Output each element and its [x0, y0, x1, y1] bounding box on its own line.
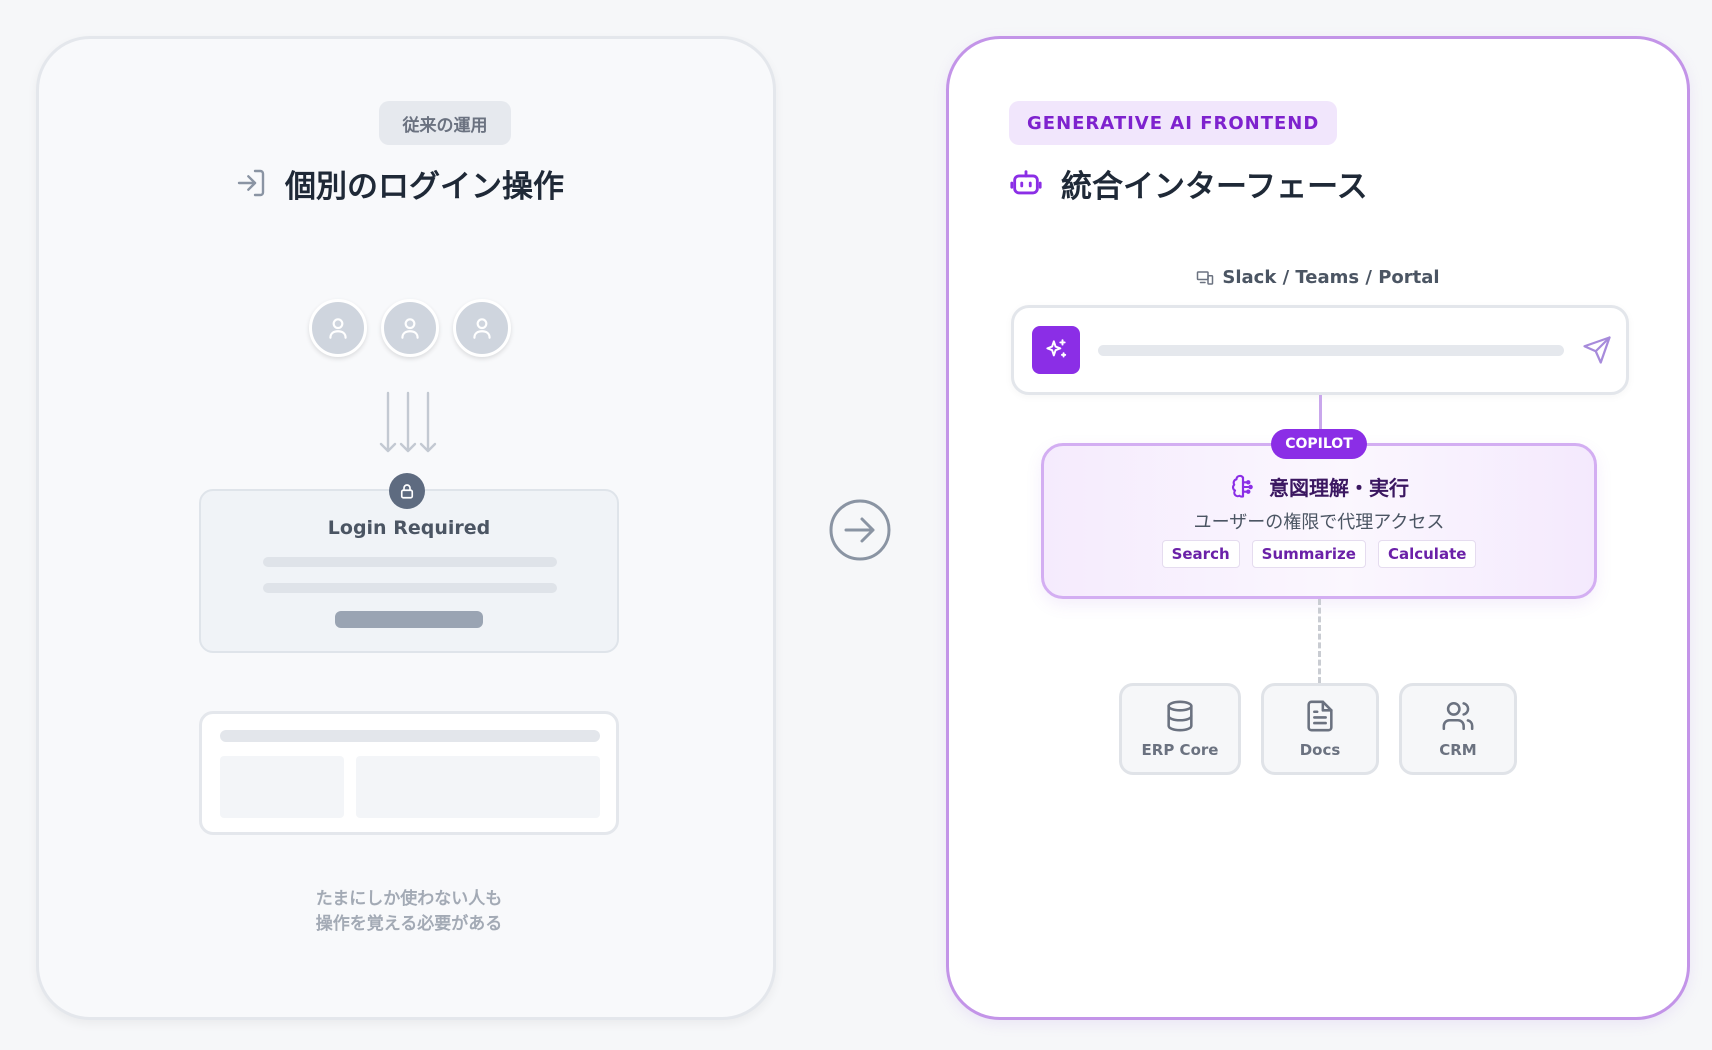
system-label: ERP Core	[1141, 741, 1219, 759]
transition-arrow-icon	[829, 499, 891, 561]
database-icon	[1167, 700, 1193, 732]
channel-text: Slack / Teams / Portal	[1222, 267, 1440, 288]
system-tile-docs: Docs	[1261, 683, 1379, 775]
down-arrows-icon	[379, 391, 437, 453]
action-tag-search: Search	[1161, 540, 1240, 568]
ai-frontend-card: GENERATIVE AI FRONTEND 統合インターフェース Slack …	[946, 36, 1690, 1020]
system-label: Docs	[1299, 741, 1341, 759]
user-icon	[329, 318, 347, 339]
copilot-panel: 意図理解・実行 ユーザーの権限で代理アクセス Search Summarize …	[1041, 443, 1597, 599]
left-title-row: 個別のログイン操作	[235, 163, 564, 205]
sparkle-icon	[1046, 339, 1067, 358]
chat-input-mock[interactable]	[1011, 305, 1629, 395]
user-icon	[401, 318, 419, 339]
connector-dashed-line	[1318, 599, 1321, 683]
system-label: CRM	[1439, 741, 1477, 759]
login-icon	[237, 169, 265, 197]
user-icon	[473, 318, 491, 339]
traditional-badge: 従来の運用	[379, 101, 511, 145]
lock-badge	[389, 473, 425, 509]
copilot-badge: COPILOT	[1271, 429, 1367, 459]
left-caption: たまにしか使わない人も 操作を覚える必要がある	[315, 889, 503, 934]
system-tile-erp: ERP Core	[1119, 683, 1241, 775]
copilot-title-row: 意図理解・実行	[1044, 472, 1594, 501]
document-icon	[1307, 700, 1333, 732]
app-content-placeholder	[356, 756, 600, 818]
right-title: 統合インターフェース	[1061, 168, 1368, 205]
left-title: 個別のログイン操作	[285, 168, 564, 205]
ai-sparkle-button[interactable]	[1032, 326, 1080, 374]
login-required-label: Login Required	[327, 517, 491, 539]
traditional-operation-card: 従来の運用 個別のログイン操作 Login Required	[36, 36, 776, 1020]
login-field-placeholder	[263, 583, 557, 593]
bot-icon	[1010, 170, 1042, 195]
right-title-row: 統合インターフェース	[1009, 163, 1368, 205]
user-avatar	[381, 299, 439, 357]
copilot-subtitle: ユーザーの権限で代理アクセス	[1193, 512, 1445, 533]
copilot-title: 意図理解・実行	[1269, 476, 1409, 500]
users-icon	[1442, 701, 1474, 731]
chat-input-placeholder[interactable]	[1098, 345, 1564, 356]
user-avatar	[309, 299, 367, 357]
login-form-mock: Login Required	[199, 489, 619, 653]
app-screen-mock	[199, 711, 619, 835]
login-button-placeholder	[335, 611, 483, 628]
system-tile-crm: CRM	[1399, 683, 1517, 775]
app-sidebar-placeholder	[220, 756, 344, 818]
action-tag-summarize: Summarize	[1251, 540, 1366, 568]
channel-label: Slack / Teams / Portal	[949, 267, 1687, 288]
login-field-placeholder	[263, 557, 557, 567]
devices-icon	[1197, 270, 1214, 285]
user-avatar	[453, 299, 511, 357]
action-tag-calculate: Calculate	[1377, 540, 1477, 568]
send-icon[interactable]	[1582, 335, 1612, 365]
connector-line	[1319, 395, 1322, 435]
brain-icon	[1231, 474, 1253, 498]
lock-icon	[400, 484, 414, 499]
ai-frontend-badge: GENERATIVE AI FRONTEND	[1009, 101, 1338, 145]
app-header-placeholder	[220, 730, 600, 742]
copilot-actions: Search Summarize Calculate	[1044, 540, 1594, 568]
